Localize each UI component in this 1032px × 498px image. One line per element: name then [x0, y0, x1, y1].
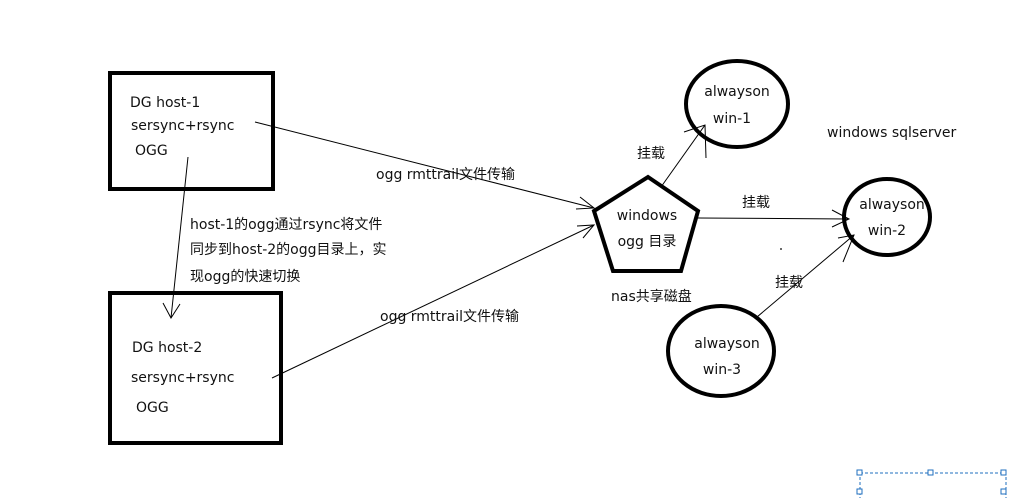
sync-note-line2: 同步到host-2的ogg目录上，实	[190, 242, 387, 258]
host2-ogg: OGG	[136, 400, 169, 416]
edge-nas-win2-arrowhead	[831, 209, 851, 228]
win2-label-line2: win-2	[867, 223, 907, 239]
edge-win3-win2	[756, 234, 855, 318]
edge-nas-win1	[660, 124, 706, 188]
stray-dot	[780, 248, 782, 250]
cluster-label: windows sqlserver	[827, 125, 957, 141]
selection-handle[interactable]	[856, 469, 863, 476]
nas-label-line1: windows	[616, 208, 678, 224]
selection-handle[interactable]	[1000, 488, 1007, 495]
nas-label-line2: ogg 目录	[617, 234, 677, 250]
host1-box[interactable]	[108, 71, 275, 191]
win1-label-line2: win-1	[712, 111, 752, 127]
win3-label-line2: win-3	[702, 362, 742, 378]
nas-pentagon[interactable]	[591, 174, 701, 273]
edge-host2-nas-arrowhead	[576, 224, 596, 239]
win2-circle[interactable]	[842, 177, 932, 257]
edge-host1-host2-arrowhead	[162, 302, 181, 319]
edge-label-host2-nas: ogg rmttrail文件传输	[380, 309, 520, 325]
host2-title: DG host-2	[132, 340, 203, 356]
win2-label-line1: alwayson	[859, 197, 925, 213]
win1-label-line1: alwayson	[704, 84, 770, 100]
edge-host2-nas	[271, 224, 595, 379]
selection-handle[interactable]	[1000, 469, 1007, 476]
selection-box[interactable]	[856, 469, 1007, 498]
edge-host1-host2	[170, 156, 189, 319]
host1-title: DG host-1	[130, 95, 201, 111]
host2-box[interactable]	[108, 291, 283, 445]
edge-win3-win2-arrowhead	[837, 234, 855, 263]
edge-nas-win2	[697, 217, 850, 220]
win1-circle[interactable]	[684, 59, 790, 149]
host2-sync-tool: sersync+rsync	[131, 370, 235, 386]
host1-sync-tool: sersync+rsync	[131, 118, 235, 134]
win3-circle[interactable]	[666, 304, 776, 398]
edge-nas-win1-arrowhead	[683, 124, 707, 159]
selection-handle[interactable]	[927, 469, 934, 476]
sync-note-line3: 现ogg的快速切换	[190, 269, 301, 285]
edge-host1-nas	[254, 121, 595, 209]
edge-host1-nas-arrowhead	[575, 196, 596, 210]
edge-label-win3-win2: 挂载	[775, 275, 803, 291]
selection-handle[interactable]	[856, 488, 863, 495]
win3-label-line1: alwayson	[694, 336, 760, 352]
edge-label-nas-win1: 挂载	[637, 146, 665, 162]
nas-caption: nas共享磁盘	[611, 289, 692, 305]
edge-label-nas-win2: 挂载	[742, 195, 770, 211]
sync-note-line1: host-1的ogg通过rsync将文件	[190, 217, 383, 233]
host1-ogg: OGG	[135, 143, 168, 159]
edge-label-host1-nas: ogg rmttrail文件传输	[376, 167, 516, 183]
